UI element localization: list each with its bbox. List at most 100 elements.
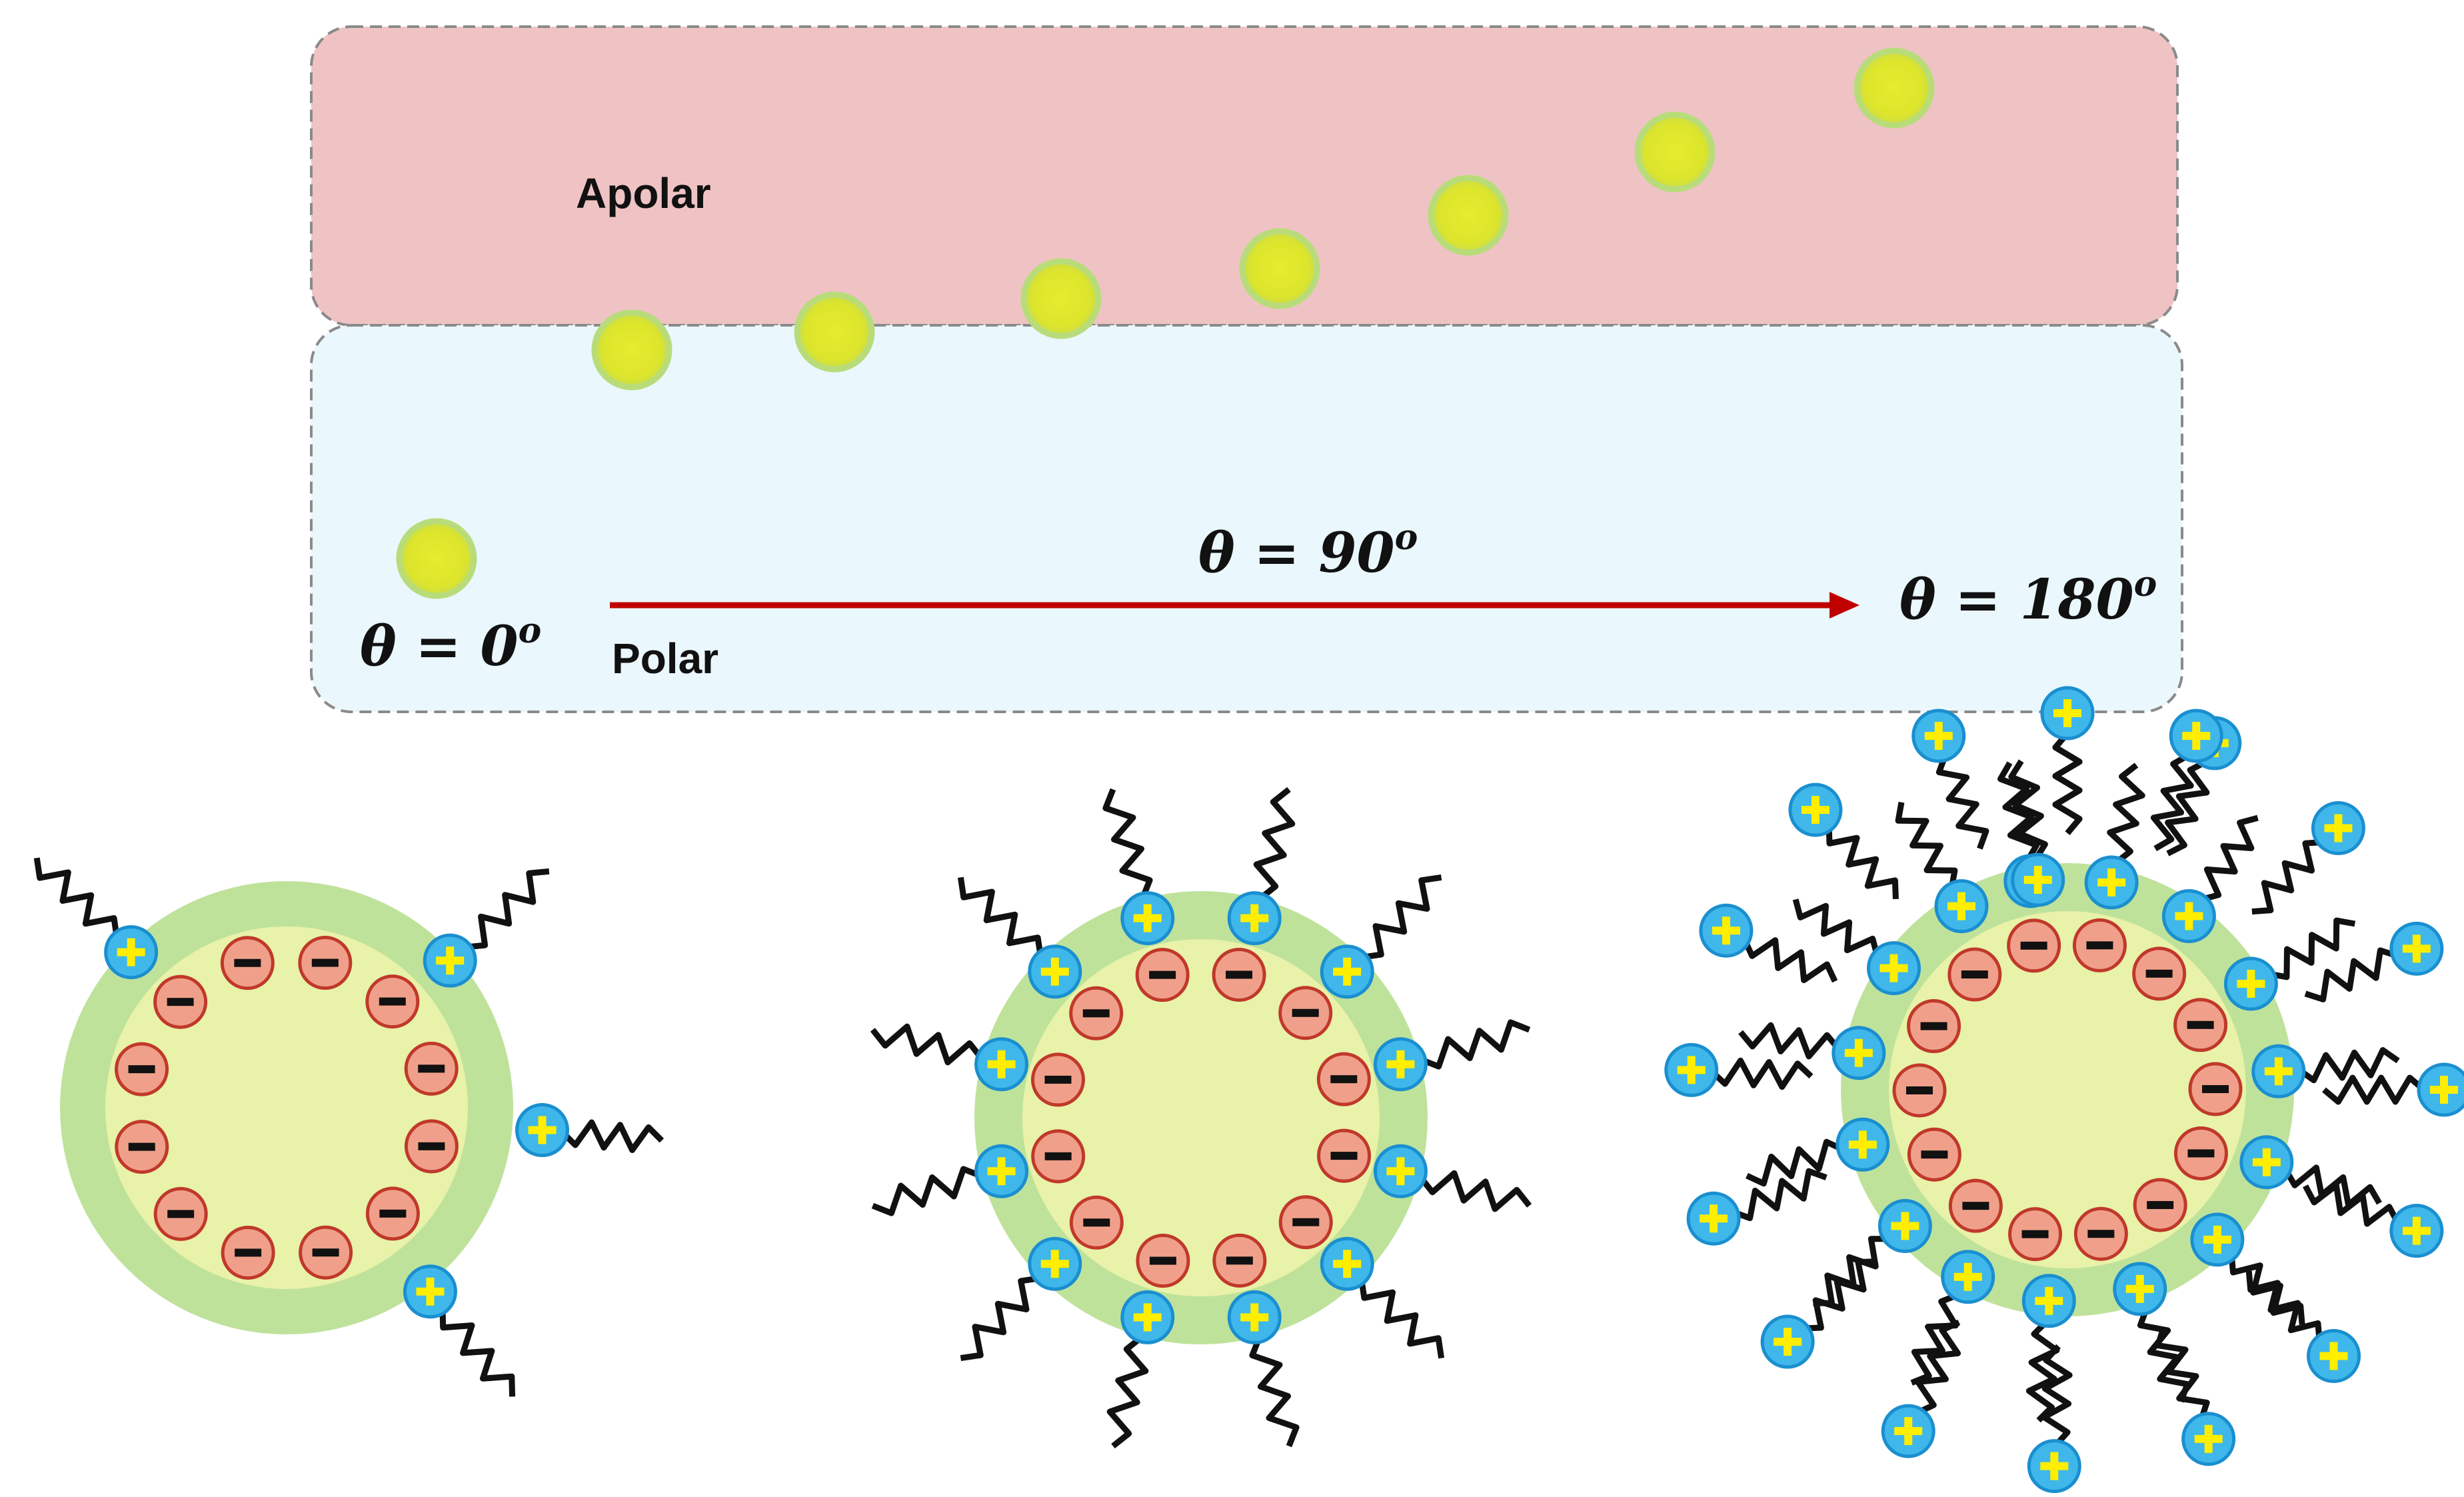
negative-charge-icon (1214, 949, 1264, 1000)
theta-0-label: θ = 0o (360, 611, 541, 679)
negative-charge-icon (1909, 1001, 1959, 1052)
surfactant-tail-icon (1361, 1278, 1441, 1358)
apolar-label: Apolar (576, 169, 711, 217)
surfactant-tail-icon (1802, 1262, 1877, 1328)
positive-charge-icon (2023, 1276, 2074, 1326)
negative-charge-icon (367, 1188, 418, 1239)
surfactant-tail-icon (1361, 877, 1441, 957)
positive-charge-icon (1879, 1200, 1930, 1251)
negative-charge-icon (301, 1227, 351, 1278)
negative-charge-icon (1319, 1130, 1370, 1181)
positive-charge-icon (517, 1105, 568, 1156)
positive-charge-icon (1883, 1406, 1933, 1456)
positive-charge-icon (976, 1146, 1027, 1196)
surfactant-tail-icon (2231, 1254, 2302, 1324)
negative-charge-icon (1137, 950, 1188, 1000)
positive-charge-icon (2313, 803, 2363, 854)
surfactant-tail-icon (1252, 1336, 1296, 1446)
negative-charge-icon (1894, 1065, 1945, 1116)
surfactant-tail-icon (1712, 1060, 1812, 1086)
positive-charge-icon (2309, 1331, 2359, 1382)
surfactant-tail-icon (1256, 789, 1292, 898)
negative-charge-icon (2010, 1209, 2061, 1260)
polar-phase (311, 325, 2182, 712)
surfactant-tail-icon (2055, 733, 2079, 833)
surfactant-tail-icon (1110, 1336, 1146, 1446)
theta-90-label: θ = 90o (1198, 517, 1418, 585)
surfactant-tail-icon (2110, 765, 2143, 863)
negative-charge-icon (2190, 1064, 2241, 1114)
surfactant-tail-icon (1747, 1142, 1844, 1184)
positive-charge-icon (2241, 1137, 2292, 1188)
particle (1024, 261, 1098, 336)
negative-charge-icon (1950, 1180, 2001, 1231)
surfactant-tail-icon (960, 1278, 1040, 1358)
negative-charge-icon (155, 976, 206, 1027)
particle (797, 295, 872, 369)
surfactant-tail-icon (562, 1122, 662, 1150)
positive-charge-icon (1762, 1316, 1813, 1367)
negative-charge-icon (1214, 1235, 1265, 1286)
particle-core (105, 926, 468, 1289)
positive-charge-icon (1838, 1119, 1888, 1170)
positive-charge-icon (2183, 1414, 2234, 1464)
particle (1857, 51, 1931, 125)
positive-charge-icon (2192, 1214, 2243, 1265)
negative-charge-icon (2175, 1128, 2226, 1178)
particle (1242, 231, 1317, 306)
surfactant-tail-icon (872, 1169, 982, 1213)
negative-charge-icon (1071, 1197, 1122, 1248)
surfactant-tail-icon (2201, 818, 2258, 900)
positive-charge-icon (1322, 946, 1372, 997)
theta-180-label: θ = 180o (1899, 564, 2157, 632)
surfactant-tail-icon (465, 871, 549, 947)
positive-charge-icon (1229, 893, 1280, 944)
surfactant-tail-icon (2029, 1321, 2057, 1420)
particle-high-coverage (1666, 688, 2464, 1492)
positive-charge-icon (2391, 923, 2442, 974)
particle (399, 521, 474, 596)
positive-charge-icon (2115, 1264, 2165, 1314)
positive-charge-icon (1122, 893, 1173, 944)
surfactant-tail-icon (2268, 920, 2355, 977)
positive-charge-icon (1375, 1146, 1426, 1196)
positive-charge-icon (1834, 1028, 1884, 1078)
negative-charge-icon (300, 938, 351, 988)
surfactant-tail-icon (2324, 1078, 2424, 1102)
negative-charge-icon (2175, 1000, 2226, 1050)
positive-charge-icon (1688, 1193, 1739, 1244)
surfactant-tail-icon (2252, 842, 2324, 911)
negative-charge-icon (367, 976, 418, 1027)
negative-charge-icon (222, 938, 273, 988)
positive-charge-icon (1375, 1039, 1426, 1090)
surfactant-tail-icon (1420, 1022, 1529, 1066)
positive-charge-icon (2391, 1206, 2442, 1256)
negative-charge-icon (1909, 1129, 1959, 1180)
negative-charge-icon (2009, 920, 2059, 971)
negative-charge-icon (155, 1188, 206, 1239)
negative-charge-icon (117, 1044, 167, 1094)
positive-charge-icon (2042, 688, 2093, 739)
positive-charge-icon (1229, 1292, 1280, 1342)
surfactant-tail-icon (37, 858, 117, 938)
surfactant-tail-icon (1741, 1025, 1840, 1056)
positive-charge-icon (2253, 1046, 2304, 1096)
surfactant-tail-icon (2305, 950, 2398, 1000)
surfactant-tail-icon (1744, 939, 1835, 981)
surfactant-tail-icon (1420, 1173, 1529, 1209)
negative-charge-icon (223, 1227, 273, 1278)
negative-charge-icon (2074, 920, 2125, 970)
positive-charge-icon (1322, 1238, 1372, 1289)
positive-charge-icon (2225, 958, 2276, 1009)
negative-charge-icon (1138, 1236, 1188, 1286)
negative-charge-icon (2075, 1208, 2126, 1259)
surfactant-tail-icon (1106, 789, 1150, 898)
particle-core (1022, 939, 1380, 1296)
positive-charge-icon (2029, 1441, 2079, 1492)
positive-charge-icon (2171, 711, 2221, 761)
positive-charge-icon (2419, 1064, 2464, 1115)
particle (595, 313, 669, 387)
positive-charge-icon (405, 1266, 455, 1317)
surfactant-tail-icon (1796, 899, 1877, 956)
